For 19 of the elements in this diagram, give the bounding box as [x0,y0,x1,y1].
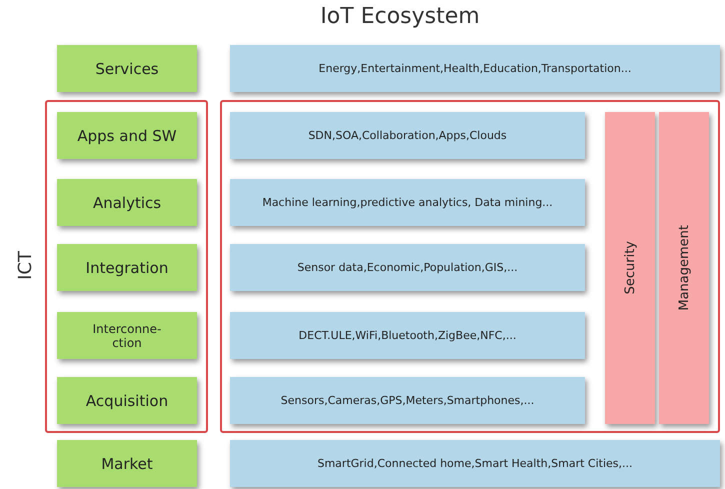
group-label: ICT [15,250,36,280]
layer-box: Services [57,45,197,92]
example-box: SDN,SOA,Collaboration,Apps,Clouds [230,112,585,159]
example-box: DECT.ULE,WiFi,Bluetooth,ZigBee,NFC,... [230,312,585,359]
example-box: Sensors,Cameras,GPS,Meters,Smartphones,... [230,377,585,424]
vertical-bar: Security [605,112,655,424]
layer-box: Interconne- ction [57,312,197,359]
example-box: Sensor data,Economic,Population,GIS,... [230,244,585,291]
layer-box: Integration [57,244,197,291]
layer-box: Apps and SW [57,112,197,159]
layer-box: Market [57,440,197,487]
group-frame [220,100,720,433]
layer-box: Acquisition [57,377,197,424]
layer-box: Analytics [57,179,197,226]
example-box: SmartGrid,Connected home,Smart Health,Smart Cities,... [230,440,720,487]
example-box: Energy,Entertainment,Health,Education,Transportation... [230,45,720,92]
example-box: Machine learning,predictive analytics, Data mining... [230,179,585,226]
diagram-title: IoT Ecosystem [319,4,481,29]
vertical-bar: Management [659,112,709,424]
